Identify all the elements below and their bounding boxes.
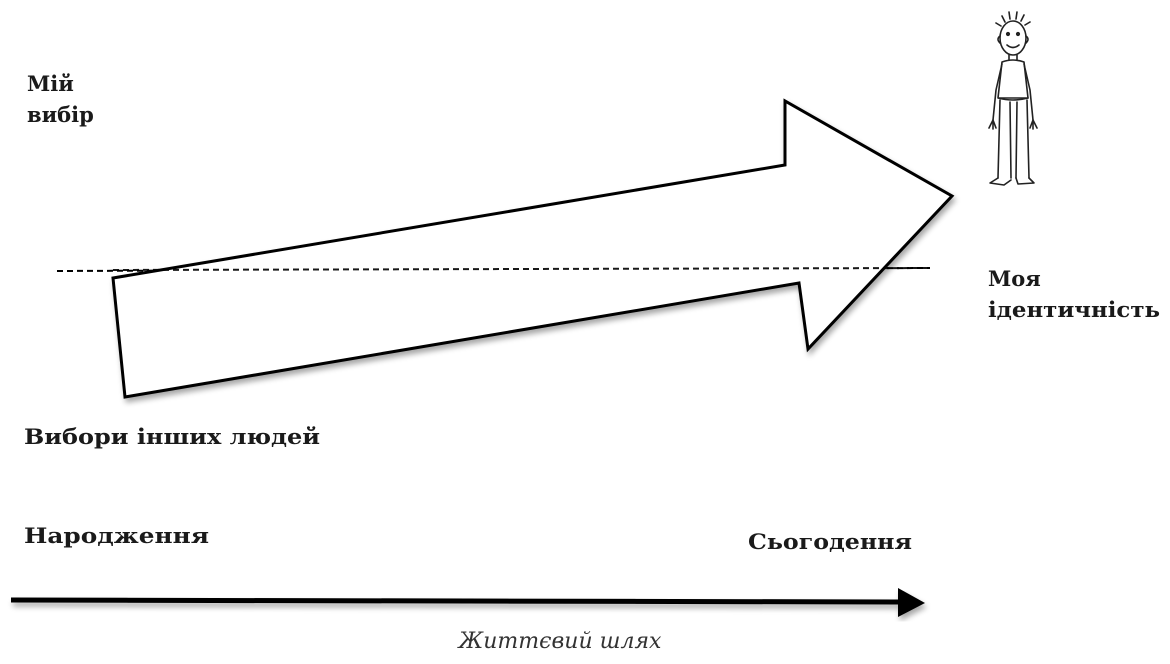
present-label: Сьогодення (748, 529, 912, 554)
birth-label: Народження (24, 523, 209, 548)
my-choice-label-line2: вибір (27, 102, 94, 127)
my-identity-label-line1: Моя (988, 266, 1041, 291)
life-path-caption: Життєвий шлях (457, 629, 662, 654)
identity-arrow (111, 98, 955, 399)
timeline-arrow (10, 588, 925, 617)
my-identity-label-line2: ідентичність (988, 297, 1160, 322)
person-figure (988, 11, 1038, 186)
dashed-baseline-overlay (112, 267, 931, 271)
others-choices-label: Вибори інших людей (24, 424, 320, 449)
my-choice-label-line1: Мій (27, 71, 74, 96)
